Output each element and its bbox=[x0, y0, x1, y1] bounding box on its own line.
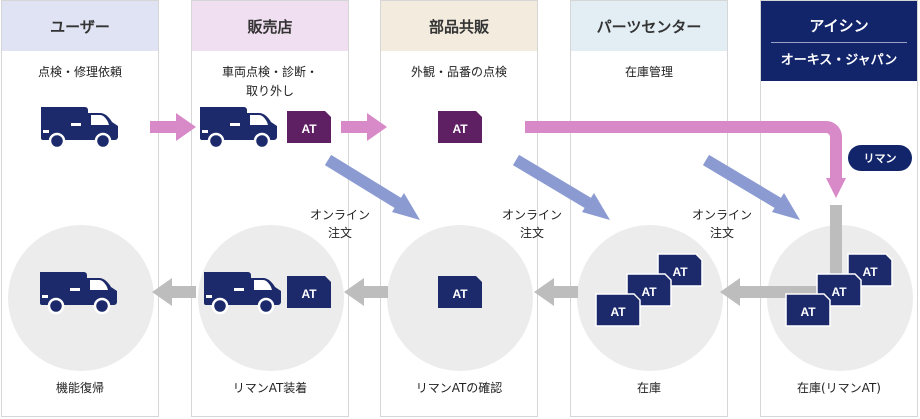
at-box-icon-dealer-bottom: AT bbox=[287, 276, 331, 308]
step-parts-sales: 外観・品番の点検 bbox=[410, 65, 507, 79]
caption-dealer: リマンAT装着 bbox=[232, 381, 308, 395]
at-label: AT bbox=[800, 305, 816, 319]
blue-arrow-3 bbox=[702, 154, 800, 220]
header-aisin-line2: オーキス・ジャパン bbox=[780, 52, 898, 68]
at-box-icon-parts-bottom: AT bbox=[438, 276, 482, 308]
caption-parts-center: 在庫 bbox=[636, 381, 661, 395]
at-box-icon-dealer-top: AT bbox=[287, 111, 331, 143]
gray-arrow-parts bbox=[344, 278, 388, 306]
truck-icon-user-top bbox=[39, 105, 120, 150]
at-label: AT bbox=[301, 287, 317, 301]
online-order-label-1: オンライン 注文 bbox=[310, 206, 370, 242]
gray-arrow-dealer bbox=[152, 278, 196, 306]
online-order-line1: オンライン bbox=[310, 208, 371, 222]
at-label: AT bbox=[452, 122, 468, 136]
pink-return-arrow bbox=[525, 121, 846, 198]
header-dealer: 販売店 bbox=[192, 1, 348, 51]
at-box-icon-parts-top: AT bbox=[438, 111, 482, 143]
header-aisin: アイシン オーキス・ジャパン bbox=[761, 1, 917, 81]
step-dealer-line1: 車両点検・診断・ bbox=[221, 65, 318, 79]
at-label: AT bbox=[641, 285, 657, 299]
header-aisin-line1: アイシン bbox=[809, 16, 869, 35]
at-box-icon-aisin-1: AT bbox=[785, 293, 831, 327]
caption-user: 機能復帰 bbox=[55, 381, 104, 395]
header-parts-center: パーツセンター bbox=[571, 1, 727, 51]
online-order-line1: オンライン bbox=[692, 208, 753, 222]
header-user: ユーザー bbox=[2, 1, 158, 51]
online-order-line2: 注文 bbox=[520, 226, 545, 240]
at-label: AT bbox=[610, 305, 626, 319]
pink-arrow-1 bbox=[150, 113, 196, 141]
online-order-line2: 注文 bbox=[328, 226, 353, 240]
truck-icon-dealer-top bbox=[198, 105, 279, 150]
at-label: AT bbox=[452, 287, 468, 301]
at-label: AT bbox=[672, 265, 688, 279]
reman-badge: リマン bbox=[848, 145, 912, 171]
at-box-icon-center-1: AT bbox=[595, 293, 641, 327]
step-dealer: 車両点検・診断・ 取り外し bbox=[192, 63, 348, 101]
step-parts-center: 在庫管理 bbox=[624, 65, 673, 79]
blue-arrow-1 bbox=[324, 154, 420, 220]
header-parts-sales: 部品共販 bbox=[381, 1, 537, 51]
caption-aisin: 在庫(リマンAT) bbox=[797, 381, 881, 395]
caption-parts-sales: リマンATの確認 bbox=[415, 381, 503, 395]
gray-arrow-center bbox=[534, 278, 578, 306]
online-order-line1: オンライン bbox=[502, 208, 563, 222]
at-label: AT bbox=[301, 122, 317, 136]
step-user: 点検・修理依頼 bbox=[37, 65, 122, 79]
pink-arrow-2 bbox=[341, 113, 387, 141]
online-order-label-2: オンライン 注文 bbox=[502, 206, 562, 242]
online-order-label-3: オンライン 注文 bbox=[692, 206, 752, 242]
header-aisin-divider bbox=[771, 41, 907, 43]
column-user: ユーザー 点検・修理依頼 機能復帰 bbox=[1, 0, 159, 417]
step-dealer-line2: 取り外し bbox=[245, 84, 294, 98]
blue-arrow-2 bbox=[512, 154, 610, 220]
online-order-line2: 注文 bbox=[710, 226, 735, 240]
at-label: AT bbox=[831, 285, 847, 299]
truck-icon-dealer-bottom bbox=[202, 270, 283, 315]
at-label: AT bbox=[862, 265, 878, 279]
truck-icon-user-bottom bbox=[38, 270, 119, 315]
